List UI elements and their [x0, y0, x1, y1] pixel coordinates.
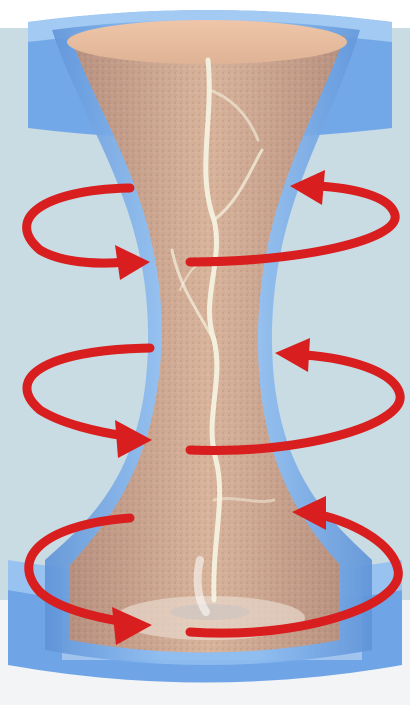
chamber-top-opening [67, 20, 347, 64]
